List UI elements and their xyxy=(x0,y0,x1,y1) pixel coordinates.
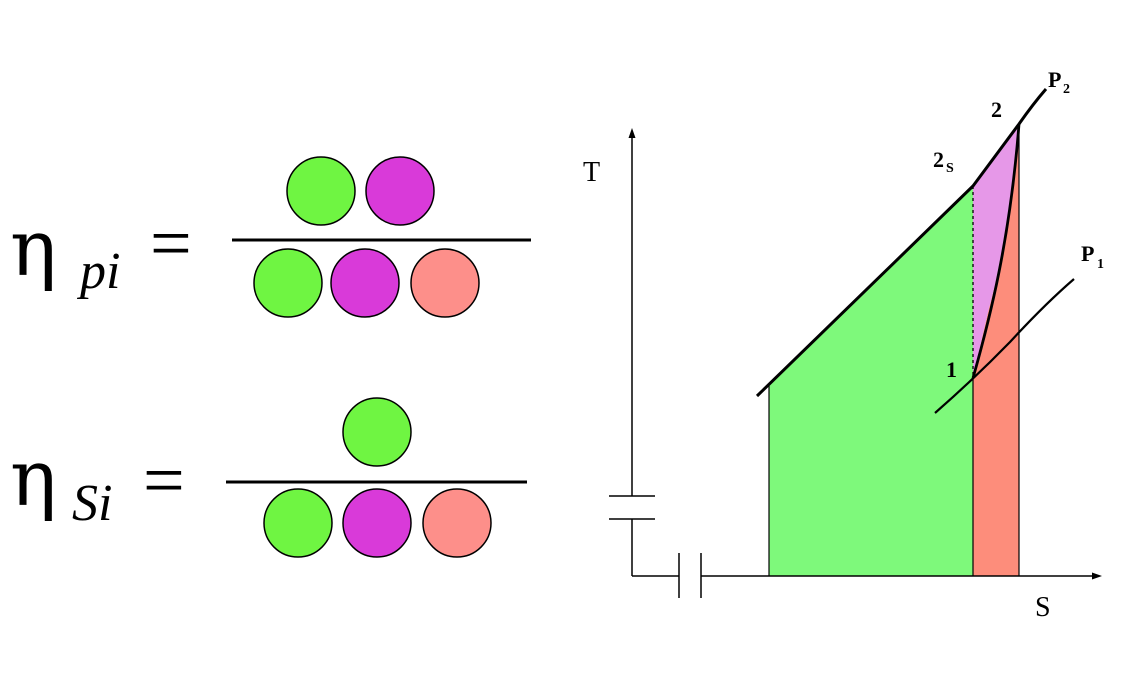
denominator-salmon-circle xyxy=(422,488,492,558)
isentropic-efficiency-formula: η Si = xyxy=(10,397,527,558)
point-2s-subscript: S xyxy=(946,161,954,176)
ts-diagram: T S 1 2 2 S P 2 P 1 xyxy=(583,67,1104,623)
t-axis xyxy=(609,135,655,576)
denominator-magenta-circle xyxy=(330,248,400,318)
isobar-p1 xyxy=(934,278,1075,414)
compression-process-curve xyxy=(971,123,1021,379)
t-axis-arrowhead xyxy=(628,128,636,138)
eta-subscript-pi: pi xyxy=(76,243,120,300)
isobar-p1-label: P xyxy=(1081,241,1094,266)
polytropic-efficiency-formula: η pi = xyxy=(10,156,531,318)
denominator-magenta-circle xyxy=(342,488,412,558)
numerator-green-circle xyxy=(342,397,412,467)
region-salmon xyxy=(973,124,1019,576)
point-1-label: 1 xyxy=(946,357,957,382)
isobar-p1-subscript: 1 xyxy=(1097,257,1104,272)
numerator-magenta-circle xyxy=(365,156,435,226)
denominator-green-circle xyxy=(253,248,323,318)
numerator-green-circle xyxy=(286,156,356,226)
equals-sign-si: = xyxy=(143,440,185,522)
eta-subscript-si: Si xyxy=(72,475,112,532)
equals-sign-pi: = xyxy=(150,203,192,285)
t-axis-label: T xyxy=(583,157,600,188)
region-green xyxy=(769,186,973,576)
denominator-green-circle xyxy=(263,488,333,558)
point-2-label: 2 xyxy=(991,97,1002,122)
s-axis-arrowhead xyxy=(1092,572,1102,580)
eta-symbol-si: η xyxy=(10,434,57,524)
isobar-p2-label: P xyxy=(1048,67,1061,92)
eta-symbol-pi: η xyxy=(10,204,57,294)
denominator-salmon-circle xyxy=(410,248,480,318)
s-axis-label: S xyxy=(1035,592,1051,623)
region-violet xyxy=(973,124,1019,378)
isobar-p2-subscript: 2 xyxy=(1063,82,1070,97)
s-axis xyxy=(632,553,1095,598)
point-2s-label: 2 xyxy=(933,147,944,172)
